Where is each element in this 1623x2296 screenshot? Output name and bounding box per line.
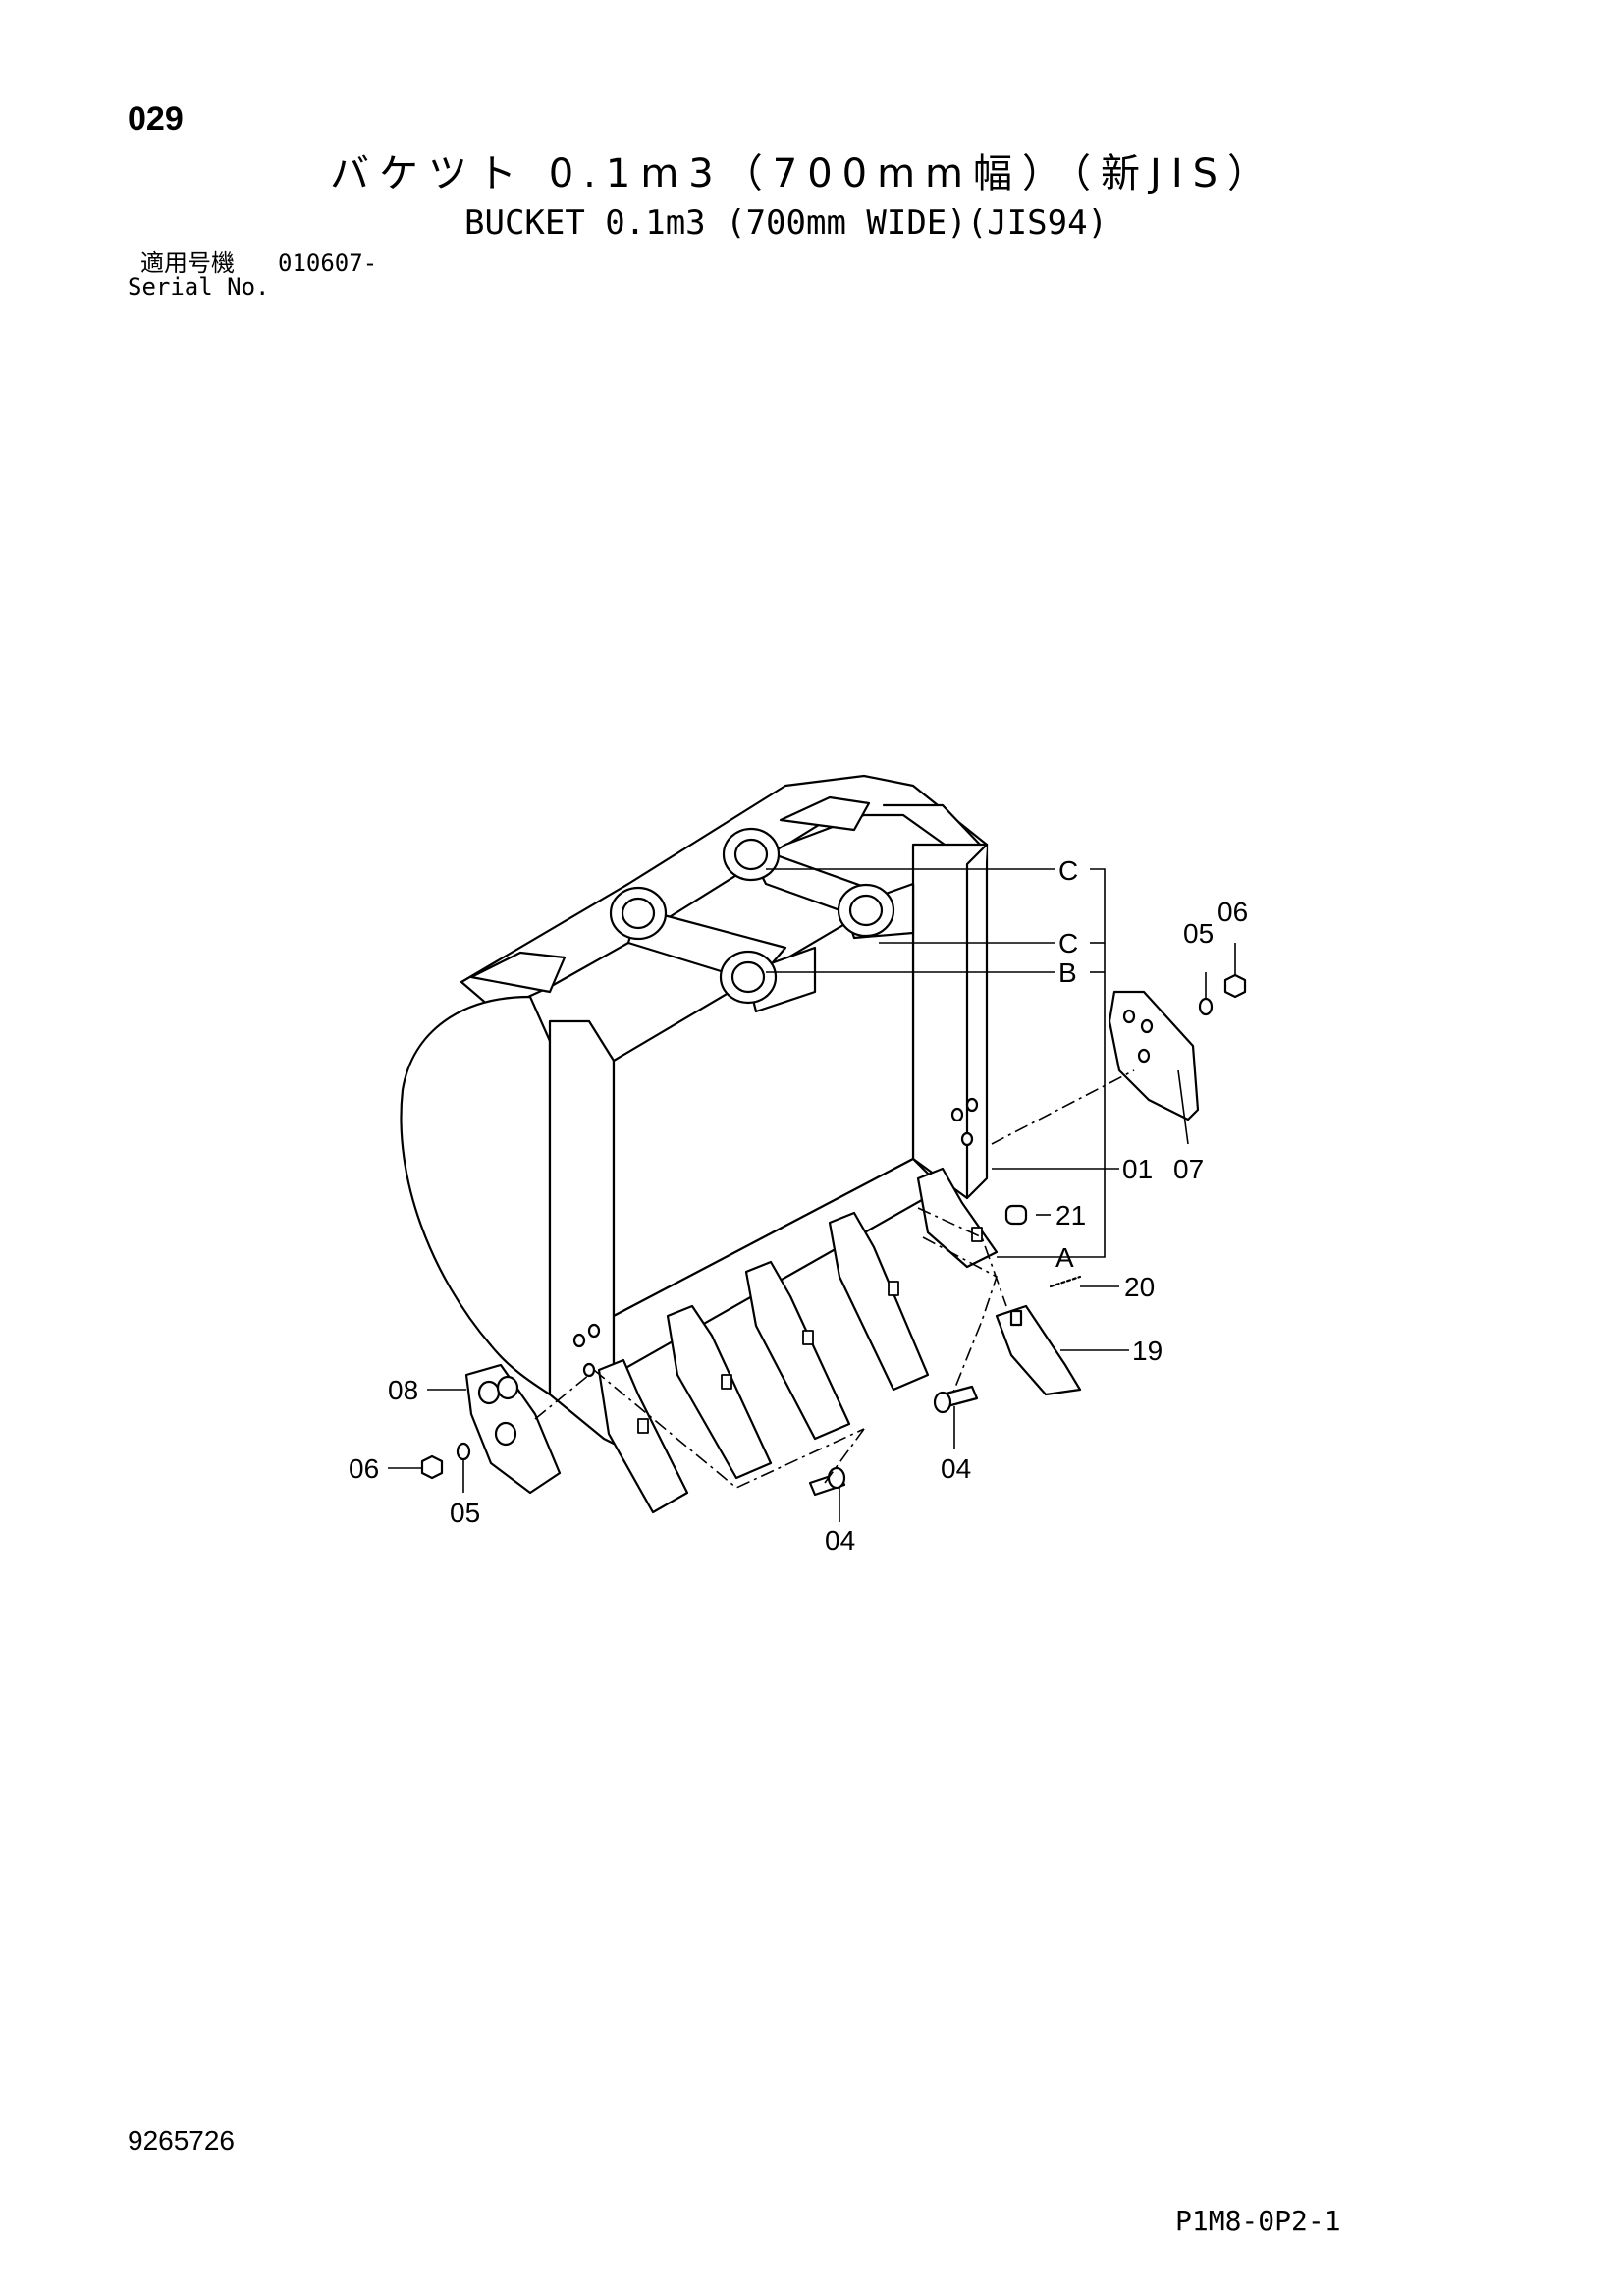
bolt-04-right [933,1385,979,1414]
nut-06-left [420,1454,444,1480]
callout-06-right: 06 [1217,897,1248,927]
callout-20: 20 [1124,1272,1155,1302]
serial-label-jp: 適用号機 [140,249,235,277]
washer-05-right [1198,997,1214,1016]
page-title-en: BUCKET 0.1m3 (700mm WIDE)(JIS94) [464,203,1109,243]
callout-08: 08 [388,1375,418,1405]
side-cutter-07 [1108,990,1200,1121]
page-title-jp: バケツト 0.1m3（700mm幅）（新JIS） [330,151,1277,196]
callout-a: A [1055,1242,1074,1273]
callout-04-lower: 04 [825,1525,855,1556]
pin-boss-middle-right [837,882,915,940]
callout-01: 01 [1122,1154,1153,1184]
callout-b: B [1058,957,1077,988]
tooth-19 [995,1304,1082,1396]
callout-c-upper: C [1058,855,1078,886]
serial-label-en: Serial No. [128,273,270,301]
document-number: 9265726 [128,2125,236,2156]
bucket-left-side [400,995,616,1446]
serial-value: 010607- [278,249,378,277]
side-plate-holes [572,1097,979,1378]
callout-c-lower: C [1058,928,1078,958]
pin-21 [1004,1204,1028,1226]
pin-boss-lower [719,946,817,1013]
callout-04-right: 04 [941,1453,971,1484]
leader-lines [388,868,1236,1522]
side-cutter-08 [464,1363,562,1495]
assembly-lines [534,1069,1135,1489]
page-code: P1M8-0P2-1 [1175,2205,1341,2237]
lock-20 [1049,1275,1082,1288]
callout-05-left: 05 [450,1498,480,1528]
bucket-teeth-row [597,1167,999,1514]
callout-21: 21 [1055,1200,1086,1230]
nut-06-right [1223,973,1247,999]
callout-07: 07 [1173,1154,1204,1184]
bucket-right-side [911,843,989,1200]
callout-06-left: 06 [349,1453,379,1484]
page-number: 029 [128,100,184,137]
callout-19: 19 [1132,1336,1163,1366]
washer-05-left [456,1442,471,1461]
callout-05-right: 05 [1183,918,1214,949]
